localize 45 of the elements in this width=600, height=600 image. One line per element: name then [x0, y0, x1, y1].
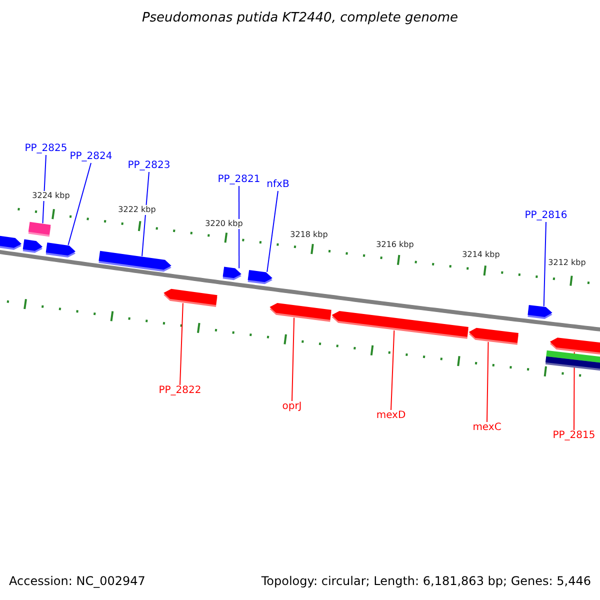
gene-label: PP_2822 — [158, 386, 202, 396]
gene-label: oprJ — [282, 402, 302, 412]
leader-line — [142, 172, 150, 257]
chart-title: Pseudomonas putida KT2440, complete genome — [142, 12, 458, 24]
gene-label: PP_2815 — [552, 431, 596, 441]
gene-label: mexC — [472, 423, 502, 433]
gene-block — [550, 338, 600, 356]
leader-line — [42, 154, 46, 224]
gene-block — [22, 239, 43, 253]
gene-label: PP_2821 — [218, 175, 260, 185]
gene-block — [46, 242, 76, 258]
scale-label: 3220 kbp — [204, 219, 244, 229]
gene-block — [528, 305, 552, 319]
leader-line — [292, 317, 295, 402]
gene-label: mexD — [376, 411, 406, 421]
gene-block — [332, 310, 468, 339]
gene-label: nfxB — [266, 180, 290, 190]
gene-label: PP_2824 — [70, 152, 112, 162]
leader-line — [543, 222, 546, 307]
feature-bar — [28, 222, 51, 237]
scale-label: 3218 kbp — [289, 230, 329, 240]
scale-label: 3222 kbp — [117, 205, 157, 215]
gene-block — [248, 270, 272, 284]
gene-label: PP_2816 — [524, 211, 568, 221]
gene-block — [468, 328, 518, 345]
leader-line — [390, 330, 395, 410]
footer-text: Accession: NC_002947 — [8, 574, 146, 588]
leader-line — [266, 190, 278, 272]
scale-label: 3224 kbp — [31, 191, 71, 201]
gene-block — [98, 250, 172, 272]
leader-line — [180, 302, 184, 386]
leader-line — [238, 186, 240, 269]
leader-line — [486, 341, 489, 422]
scale-label: 3216 kbp — [375, 240, 415, 250]
scale-label: 3214 kbp — [461, 250, 501, 260]
footer-text: Topology: circular; Length: 6,181,863 bp; Genes: 5,446 — [260, 574, 592, 588]
feature-bar — [545, 356, 600, 372]
scale-label: 3212 kbp — [547, 258, 587, 268]
gene-block — [222, 266, 242, 280]
gene-label: PP_2823 — [128, 161, 170, 171]
gene-label: PP_2825 — [24, 144, 68, 154]
gene-block — [0, 234, 22, 250]
gene-block — [164, 288, 218, 307]
gene-block — [270, 302, 332, 322]
leader-line — [68, 162, 92, 246]
